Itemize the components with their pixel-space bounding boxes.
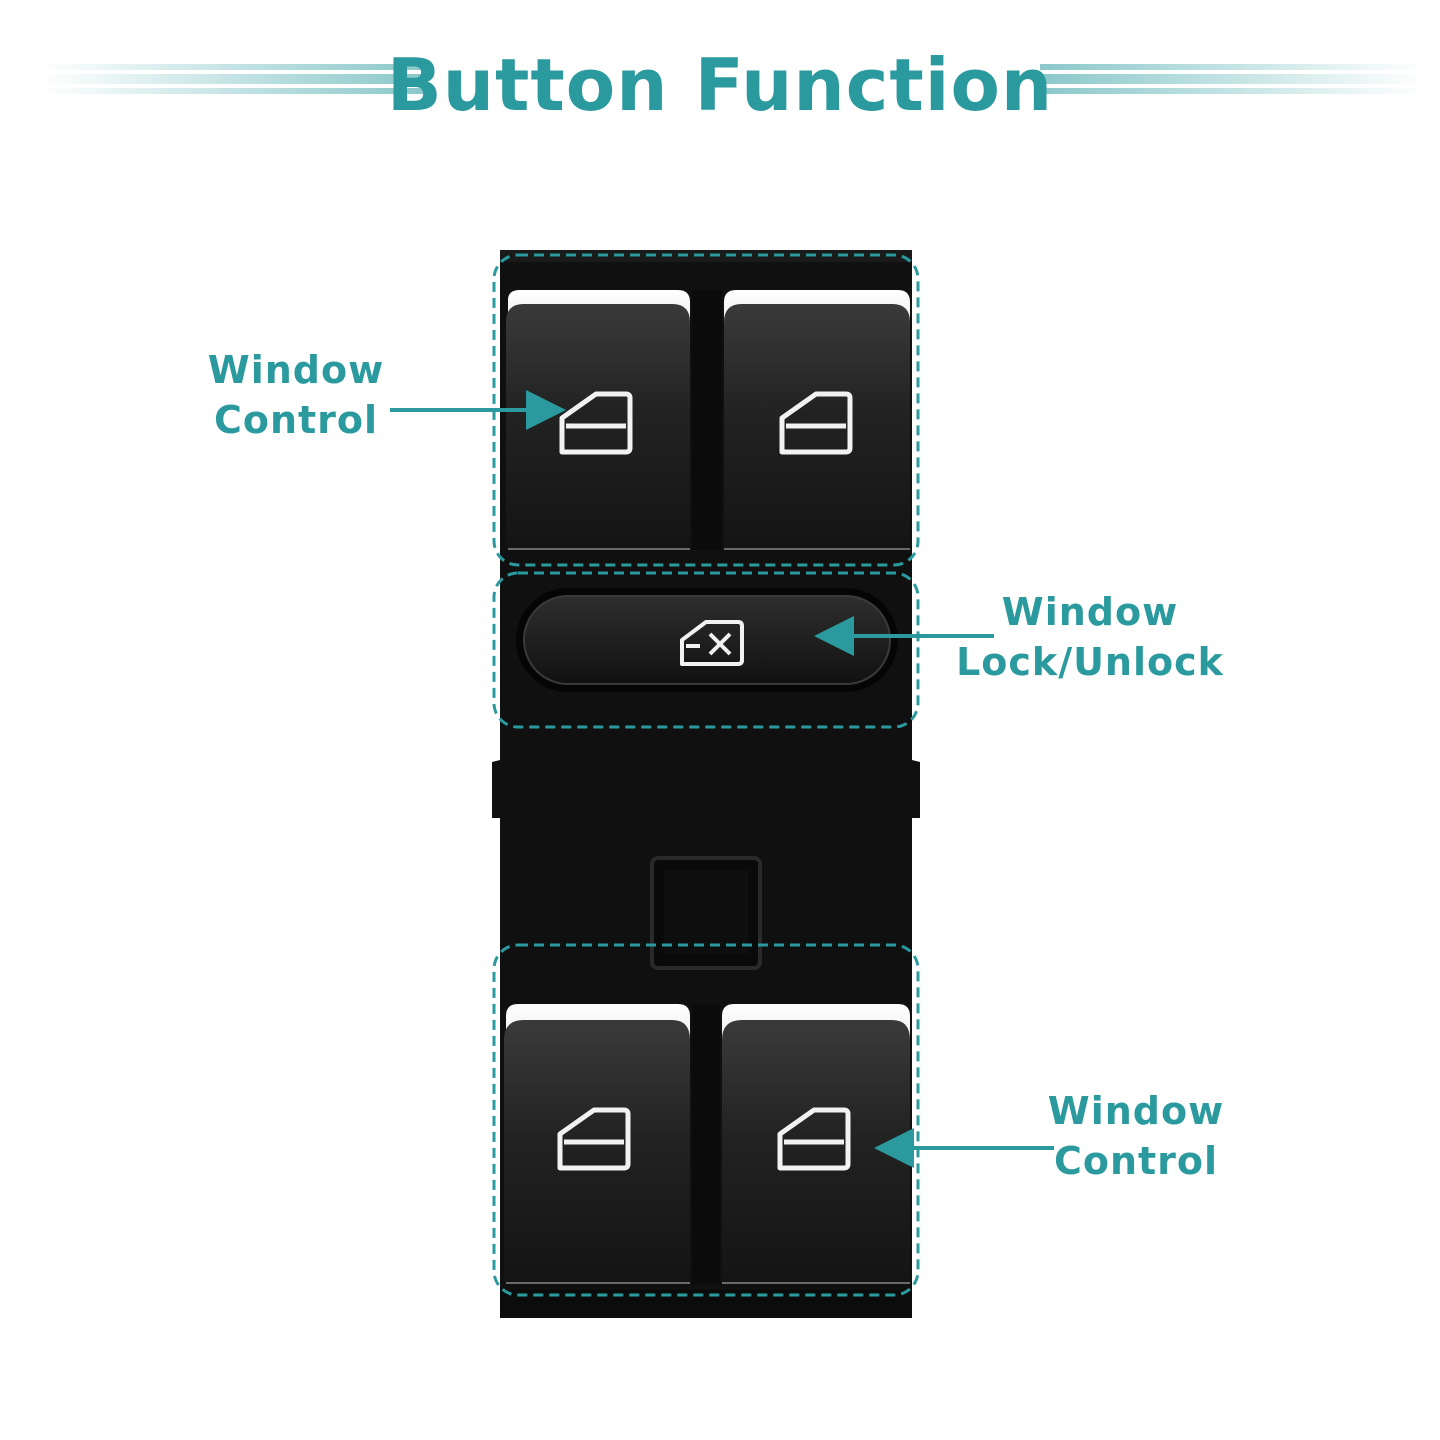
page-title: Button Function (386, 43, 1054, 127)
callout-line: Window (207, 348, 385, 392)
callout-window-control-bottom: Window Control (1036, 1086, 1236, 1186)
window-control-button-rear-right[interactable] (722, 1004, 910, 1284)
button-divider (692, 290, 722, 550)
title-decoration-left (40, 64, 424, 108)
window-control-icon (557, 1107, 631, 1171)
window-control-icon (559, 391, 633, 455)
window-control-button-rear-left[interactable] (504, 1004, 690, 1284)
highlight-rear-window-controls (492, 943, 920, 1297)
window-control-icon (779, 391, 853, 455)
title-decoration-right (1040, 64, 1424, 108)
callout-line: Window (1001, 590, 1179, 634)
callout-line: Lock/Unlock (956, 640, 1224, 684)
window-lock-button[interactable] (516, 588, 898, 692)
window-control-icon (777, 1107, 851, 1171)
callout-line: Window (1047, 1089, 1225, 1133)
callout-line: Control (213, 398, 379, 442)
callout-window-control-top: Window Control (196, 345, 396, 445)
button-divider (692, 1004, 720, 1284)
callout-window-lock: Window Lock/Unlock (950, 587, 1230, 687)
callout-line: Control (1053, 1139, 1219, 1183)
window-control-button-front-right[interactable] (724, 290, 910, 550)
window-control-button-front-left[interactable] (506, 290, 690, 550)
window-lock-icon (680, 620, 744, 666)
highlight-window-lock (492, 571, 920, 729)
